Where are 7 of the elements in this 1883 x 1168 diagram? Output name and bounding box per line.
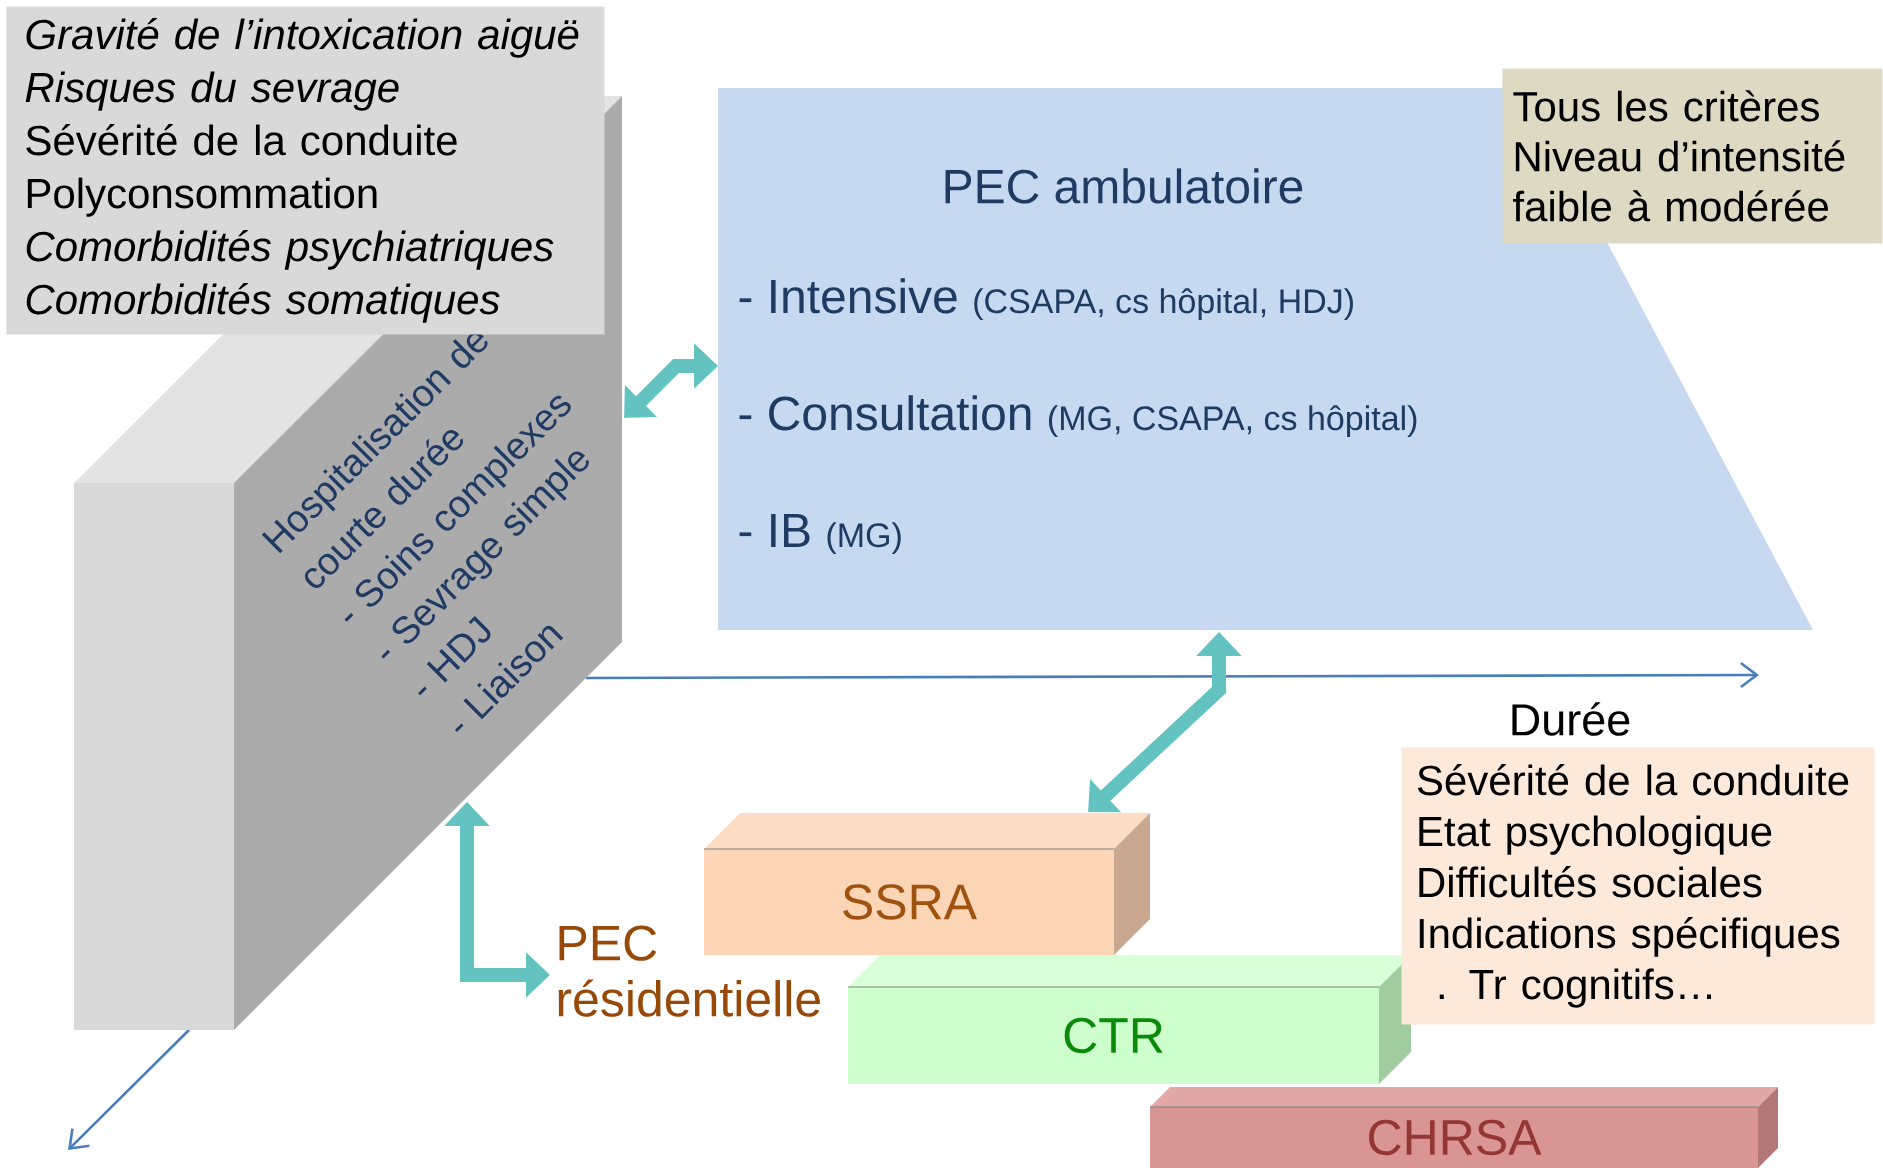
block-box: CTR	[847, 955, 1411, 1084]
axis-label: Durée	[1512, 702, 1630, 736]
criteria-box: Tous les critères Niveau d’intensité faible à modérée	[1502, 68, 1883, 244]
block-box: SSRA	[703, 813, 1150, 955]
criteria-box: Gravité de l’intoxication aiguë Risques du sevrage Sévérité de la conduite Polyconsommation Comorbidités psychiatriques Comorbidités somatiques	[6, 6, 605, 335]
block-box: CHRSA	[1149, 1087, 1779, 1168]
criteria-box: Sévérité de la conduite Etat psychologique Difficultés sociales Indications spécifiques . Tr cognitifs…	[1401, 747, 1875, 1025]
